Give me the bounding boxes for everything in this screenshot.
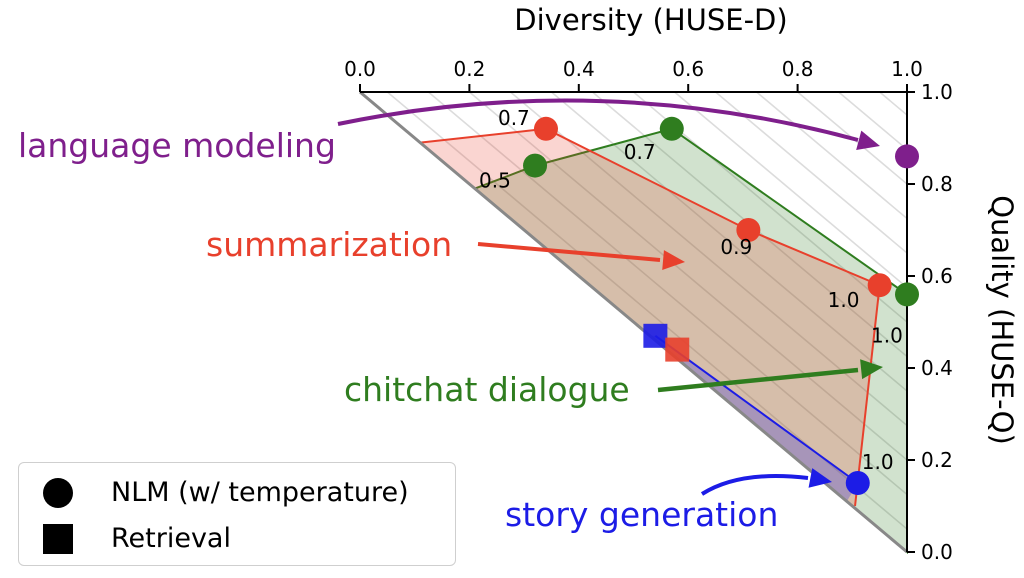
x-axis-label: Diversity (HUSE-D) (514, 3, 787, 37)
x-tick-label: 0.2 (453, 57, 485, 81)
y-tick-label: 0.8 (921, 172, 953, 196)
retrieval-square-marker (665, 337, 690, 362)
annotation-arrows (337, 98, 883, 496)
nlm-circle-marker (845, 471, 870, 495)
legend-item-nlm: NLM (w/ temperature) (43, 477, 409, 508)
hatch-line (632, 92, 907, 552)
y-tick-label: 1.0 (921, 80, 953, 104)
point-label: 0.9 (720, 235, 752, 259)
series-label: summarization (206, 225, 452, 264)
y-axis-label: Quality (HUSE-Q) (985, 195, 1019, 445)
story-generation-arrowhead (808, 468, 832, 488)
y-tick-label: 0.2 (921, 448, 953, 472)
point-label: 1.0 (828, 288, 860, 312)
nlm-circle-marker (523, 153, 548, 178)
feasible-regions (420, 127, 908, 555)
legend-label-nlm: NLM (w/ temperature) (111, 477, 409, 508)
point-label: 1.0 (862, 450, 894, 474)
square-marker-icon (43, 523, 73, 554)
language-modeling-arrow (337, 98, 859, 142)
region-story-generation (649, 335, 858, 502)
nlm-circle-marker (659, 116, 684, 141)
chitchat-arrowhead (860, 359, 883, 380)
nlm-circle-marker (736, 218, 761, 242)
language-modeling-arrowhead (856, 130, 880, 150)
hatch-line (509, 92, 907, 552)
hatch-line (674, 92, 907, 552)
series-labels: language modeling summarization chitchat d… (18, 126, 778, 534)
story-generation-arrow (700, 474, 809, 496)
point-label: 0.5 (479, 169, 511, 193)
hatch-line (797, 92, 907, 552)
x-tick-label: 0.4 (563, 57, 595, 81)
nlm-circle-marker (895, 282, 919, 307)
chitchat-arrow (657, 367, 859, 393)
hatch-line (715, 92, 907, 552)
hatch-line (591, 92, 907, 552)
point-label: 0.7 (498, 106, 530, 130)
circle-marker-icon (43, 477, 73, 508)
x-tick-label: 1.0 (891, 57, 923, 81)
axes: 0.0 0.2 0.4 0.6 0.8 1.0 0.0 0.2 0.4 0.6 0.8 1.0 (344, 57, 953, 564)
legend: NLM (w/ temperature) Retrieval (18, 462, 456, 566)
point-label: 1.0 (871, 323, 903, 347)
retrieval-square-marker (643, 323, 668, 348)
legend-item-retrieval: Retrieval (43, 523, 231, 554)
hatch-line (756, 92, 907, 552)
series-label: chitchat dialogue (344, 370, 630, 409)
region-summarization (420, 128, 880, 507)
y-tick-label: 0.4 (921, 356, 953, 380)
hatch-line (468, 92, 907, 552)
series-label: story generation (505, 495, 778, 534)
nlm-circle-marker (533, 116, 558, 141)
point-labels: 1.0 0.7 0.9 1.0 0.5 0.7 1.0 (479, 106, 903, 474)
summarization-arrow (477, 242, 661, 262)
y-tick-label: 0.0 (921, 540, 953, 564)
hatch-line (550, 92, 907, 552)
hatch-line (386, 92, 907, 552)
y-tick-label: 0.6 (921, 264, 953, 288)
x-tick-label: 0.8 (782, 57, 814, 81)
x-tick-label: 0.0 (344, 57, 376, 81)
nlm-circle-marker (895, 144, 919, 169)
x-tick-label: 0.6 (672, 57, 704, 81)
legend-label-retrieval: Retrieval (111, 523, 231, 554)
nlm-circle-marker (867, 273, 892, 298)
summarization-arrowhead (662, 250, 685, 271)
hatch-line (427, 92, 907, 552)
data-points (523, 116, 919, 495)
point-label: 0.7 (624, 140, 656, 164)
series-label: language modeling (18, 126, 336, 165)
